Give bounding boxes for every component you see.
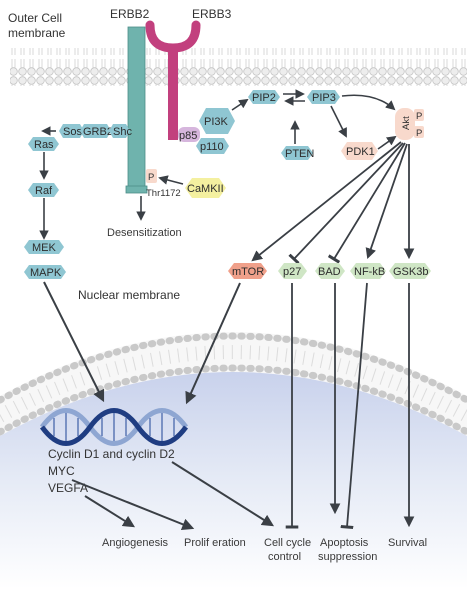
akt-phospho-1 xyxy=(414,109,424,121)
raf-label: Raf xyxy=(35,185,53,197)
sos-node xyxy=(59,124,84,138)
grb2-label: GRB2 xyxy=(83,126,113,138)
nfkb-node xyxy=(350,263,386,279)
outer-membrane-label-1: Outer Cell xyxy=(8,11,62,25)
cell-cycle-label-2: control xyxy=(268,551,301,563)
gene-vegfa-label: VEGFA xyxy=(48,481,88,495)
shc-node xyxy=(109,124,130,138)
ras-node xyxy=(28,137,59,151)
apoptosis-label-1: Apoptosis xyxy=(320,537,369,549)
mtor-to-dna-arrow xyxy=(185,282,241,405)
akt-phospho-1-label: P xyxy=(416,111,422,122)
bad-label: BAD xyxy=(318,266,341,278)
akt-to-mtor-arrow xyxy=(251,141,402,262)
pip2-node xyxy=(248,90,280,104)
p85-node xyxy=(178,127,200,142)
nuclear-membrane-label: Nuclear membrane xyxy=(78,288,180,302)
akt-phospho-2 xyxy=(414,126,424,138)
pten-label: PTEN xyxy=(285,148,314,160)
nfkb-label: NF-kB xyxy=(354,266,385,278)
vegfa-to-angiogenesis-arrow xyxy=(84,495,136,528)
mtor-node xyxy=(228,263,267,279)
pdk1-label: PDK1 xyxy=(346,146,375,158)
p27-label: p27 xyxy=(283,266,301,278)
cell-cycle-label-1: Cell cycle xyxy=(264,537,311,549)
apoptosis-label-2: suppression xyxy=(318,551,377,563)
camkii-label: CaMKII xyxy=(187,183,224,195)
gsk3b-label: GSK3b xyxy=(393,266,428,278)
erbb3-label: ERBB3 xyxy=(192,7,232,21)
erbb2-phospho-label: P xyxy=(148,172,154,183)
erbb3-receptor-cup xyxy=(145,20,201,53)
pip3-to-akt-arrow xyxy=(341,94,396,111)
raf-node xyxy=(28,183,59,197)
p110-label: p110 xyxy=(200,141,224,153)
mapk-to-dna-arrow xyxy=(43,281,105,403)
desensitization-label: Desensitization xyxy=(107,227,182,239)
angiogenesis-label: Angiogenesis xyxy=(102,537,169,549)
bad-node xyxy=(315,263,345,279)
erbb2-receptor xyxy=(127,26,146,192)
dna-helix-icon xyxy=(39,408,189,446)
ras-label: Ras xyxy=(34,139,54,151)
myc-to-proliferation-arrow xyxy=(71,479,195,531)
nfkb-inhibits-apoptosis xyxy=(340,282,368,530)
camkii-node xyxy=(185,178,226,198)
cyclin-to-cell-cycle-arrow xyxy=(171,461,275,527)
pi3k-node xyxy=(199,108,235,134)
akt-inhibits-p27 xyxy=(288,142,404,265)
pdk1-to-akt-arrow xyxy=(377,135,397,150)
grb2-node xyxy=(80,124,111,138)
akt-to-nfkb-arrow xyxy=(365,143,408,260)
pi3k-to-pip2-arrow xyxy=(231,98,249,111)
camkii-to-erbb2-arrow xyxy=(158,175,184,185)
mek-node xyxy=(24,240,64,254)
pi3k-label: PI3K xyxy=(204,116,229,128)
proliferation-label: Prolif eration xyxy=(184,537,246,549)
pip3-label: PIP3 xyxy=(312,92,336,104)
p110-node xyxy=(196,138,229,154)
p27-node xyxy=(278,263,307,279)
mapk-node xyxy=(24,265,66,279)
akt-node xyxy=(395,108,415,140)
erbb3-receptor xyxy=(168,50,178,140)
mapk-label: MAPK xyxy=(30,267,62,279)
mek-label: MEK xyxy=(32,242,57,254)
thr1172-label: Thr1172 xyxy=(146,188,181,199)
pip2-label: PIP2 xyxy=(252,92,276,104)
erbb2-receptor-foot xyxy=(125,185,148,194)
akt-inhibits-bad xyxy=(327,142,406,264)
gsk3b-node xyxy=(389,263,431,279)
akt-phospho-2-label: P xyxy=(416,128,422,139)
pdk1-node xyxy=(341,142,378,160)
erbb2-phospho-badge xyxy=(146,169,157,183)
survival-label: Survival xyxy=(388,537,427,549)
sos-label: Sos xyxy=(63,126,82,138)
p85-label: p85 xyxy=(179,130,197,142)
gene-cyclin-label: Cyclin D1 and cyclin D2 xyxy=(48,447,175,461)
gene-myc-label: MYC xyxy=(48,464,75,478)
akt-label: Akt xyxy=(401,116,412,130)
pip3-to-pdk1-arrow xyxy=(330,105,347,138)
pten-node xyxy=(281,146,313,160)
mtor-label: mTOR xyxy=(232,266,264,278)
outer-membrane-label-2: membrane xyxy=(8,26,66,40)
erbb2-label: ERBB2 xyxy=(110,7,150,21)
shc-label: Shc xyxy=(113,126,132,138)
outer-cell-membrane xyxy=(10,48,467,86)
pip3-node xyxy=(307,90,340,104)
